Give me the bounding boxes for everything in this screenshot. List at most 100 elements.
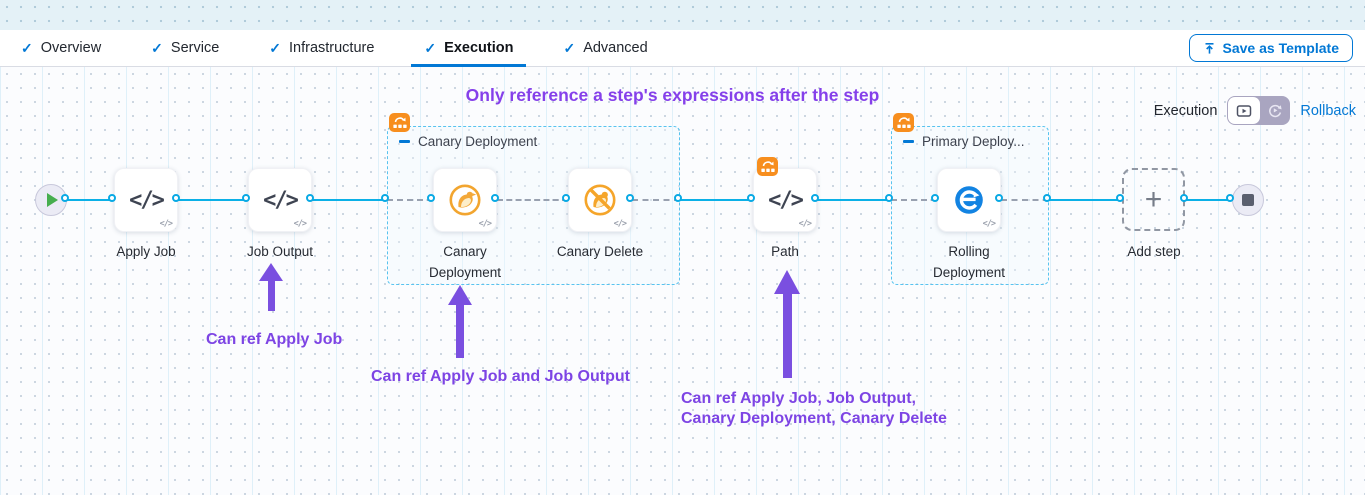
connector-port bbox=[1043, 194, 1051, 202]
step-node-path[interactable]: </> </> bbox=[753, 168, 817, 232]
annotation-heading: Only reference a step's expressions afte… bbox=[465, 85, 880, 105]
execution-flow-icon bbox=[1237, 104, 1252, 117]
rollback-icon bbox=[1269, 104, 1282, 118]
connector-port bbox=[885, 194, 893, 202]
step-label: Add step bbox=[1127, 244, 1181, 259]
connector-port bbox=[108, 194, 116, 202]
code-badge-icon: </> bbox=[798, 219, 812, 229]
connector-port bbox=[674, 194, 682, 202]
save-as-template-button[interactable]: Save as Template bbox=[1188, 34, 1353, 62]
connector-line-dashed bbox=[497, 199, 568, 201]
connector-line bbox=[312, 199, 387, 201]
check-icon: ✓ bbox=[21, 39, 33, 56]
connector-port bbox=[242, 194, 250, 202]
connector-port bbox=[381, 194, 389, 202]
connector-port bbox=[995, 194, 1003, 202]
execution-rollback-toggle[interactable] bbox=[1227, 96, 1291, 125]
group-collapse-header[interactable]: Canary Deployment bbox=[399, 134, 537, 149]
upload-icon bbox=[1205, 42, 1214, 54]
code-badge-icon: </> bbox=[159, 219, 173, 229]
connector-port bbox=[61, 194, 69, 202]
step-label: Canary Delete bbox=[556, 244, 644, 259]
connector-port bbox=[811, 194, 819, 202]
rollback-toggle-option[interactable] bbox=[1260, 96, 1290, 125]
collapse-minus-icon bbox=[903, 140, 914, 143]
annotation-arrow-path bbox=[774, 270, 800, 378]
connector-port bbox=[427, 194, 435, 202]
rollout-strategy-icon bbox=[893, 113, 914, 132]
group-label: Primary Deploy... bbox=[922, 134, 1025, 149]
connector-port bbox=[1226, 194, 1234, 202]
connector-port bbox=[1180, 194, 1188, 202]
rollback-link[interactable]: Rollback bbox=[1300, 102, 1356, 119]
tab-label: Advanced bbox=[583, 40, 648, 56]
connector-port bbox=[931, 194, 939, 202]
check-icon: ✓ bbox=[563, 39, 576, 56]
step-label: Apply Job bbox=[116, 244, 176, 259]
plus-icon: + bbox=[1144, 182, 1163, 216]
connector-port bbox=[1116, 194, 1124, 202]
annotation-arrow-job-output bbox=[259, 263, 283, 311]
connector-line-dashed bbox=[1001, 199, 1049, 201]
canary-icon bbox=[449, 184, 481, 216]
code-badge-icon: </> bbox=[478, 219, 492, 229]
code-badge-icon: </> bbox=[293, 219, 307, 229]
step-label: Path bbox=[771, 244, 799, 259]
canary-delete-icon bbox=[584, 184, 616, 216]
annotation-note: Can ref Apply Job bbox=[206, 331, 343, 348]
execution-mode-label: Execution bbox=[1153, 102, 1218, 119]
tab-label: Execution bbox=[444, 40, 514, 56]
connector-port bbox=[491, 194, 499, 202]
step-group-primary: Primary Deploy... bbox=[891, 126, 1049, 285]
code-icon: </> bbox=[768, 187, 804, 213]
step-node-canary-deployment[interactable]: </> bbox=[433, 168, 497, 232]
step-label: Rolling Deployment bbox=[932, 244, 1006, 280]
tab-advanced[interactable]: ✓ Advanced bbox=[550, 30, 660, 66]
connector-line bbox=[1049, 199, 1122, 201]
connector-port bbox=[747, 194, 755, 202]
play-icon bbox=[47, 193, 58, 207]
connector-line-dashed bbox=[387, 199, 433, 201]
connector-port bbox=[626, 194, 634, 202]
check-icon: ✓ bbox=[269, 39, 281, 56]
connector-line bbox=[67, 199, 114, 201]
connector-port bbox=[172, 194, 180, 202]
pipeline-end-node bbox=[1232, 184, 1264, 216]
connector-line-dashed bbox=[891, 199, 937, 201]
tab-infrastructure[interactable]: ✓ Infrastructure bbox=[256, 30, 387, 66]
rolling-deployment-icon bbox=[955, 186, 983, 214]
step-node-canary-delete[interactable]: </> bbox=[568, 168, 632, 232]
annotation-arrow-canary bbox=[448, 285, 472, 358]
tab-execution[interactable]: ✓ Execution bbox=[411, 30, 527, 67]
connector-line bbox=[178, 199, 248, 201]
tab-label: Infrastructure bbox=[289, 40, 375, 56]
connector-line bbox=[1186, 199, 1232, 201]
connector-port bbox=[306, 194, 314, 202]
step-node-rolling-deployment[interactable]: </> bbox=[937, 168, 1001, 232]
tab-service[interactable]: ✓ Service bbox=[138, 30, 232, 66]
connector-line bbox=[680, 199, 753, 201]
group-collapse-header[interactable]: Primary Deploy... bbox=[903, 134, 1025, 149]
save-as-template-label: Save as Template bbox=[1222, 40, 1339, 56]
connector-line bbox=[817, 199, 891, 201]
code-icon: </> bbox=[129, 187, 165, 213]
rollout-strategy-icon bbox=[757, 157, 778, 176]
code-badge-icon: </> bbox=[613, 219, 627, 229]
annotation-note: Can ref Apply Job, Job Output, Canary De… bbox=[681, 390, 947, 427]
pipeline-canvas: Only reference a step's expressions afte… bbox=[0, 67, 1365, 495]
step-label: Job Output bbox=[246, 244, 314, 259]
tab-overview[interactable]: ✓ Overview bbox=[8, 30, 114, 66]
execution-toggle-option[interactable] bbox=[1228, 97, 1261, 124]
code-badge-icon: </> bbox=[982, 219, 996, 229]
stage-tab-bar: ✓ Overview ✓ Service ✓ Infrastructure ✓ … bbox=[0, 30, 1365, 67]
code-icon: </> bbox=[263, 187, 299, 213]
canvas-top-strip bbox=[0, 0, 1365, 30]
tab-label: Overview bbox=[40, 40, 102, 56]
group-label: Canary Deployment bbox=[418, 134, 538, 149]
add-step-button[interactable]: + bbox=[1122, 168, 1185, 231]
step-node-apply-job[interactable]: </> </> bbox=[114, 168, 178, 232]
connector-port bbox=[562, 194, 570, 202]
tab-label: Service bbox=[170, 40, 220, 56]
step-node-job-output[interactable]: </> </> bbox=[248, 168, 312, 232]
